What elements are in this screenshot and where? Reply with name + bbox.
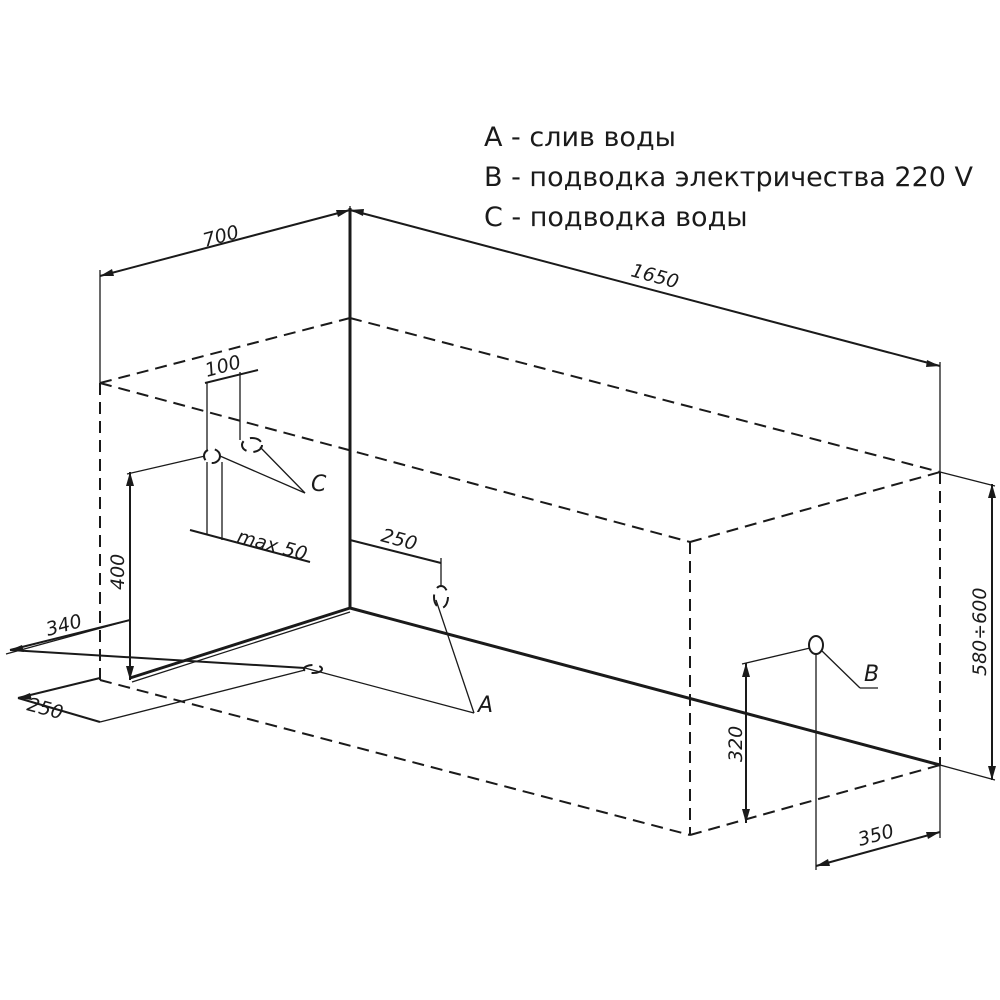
label-b: B: [864, 662, 879, 687]
floor-wall-line-inner: [131, 611, 351, 683]
legend-item-water: C - подводка воды: [484, 202, 748, 233]
drain-outlet: [433, 585, 449, 609]
dimension-320: 320: [725, 663, 750, 823]
dimension-580-600: 580÷600: [939, 471, 996, 781]
dim-320-label: 320: [725, 726, 747, 762]
dimension-250-bottom: 250: [17, 669, 306, 725]
dimension-max50: max 50: [189, 462, 311, 566]
drain-floor-point: [303, 664, 323, 674]
dimension-250-drain: 250: [349, 525, 442, 586]
dimension-350: 350: [815, 765, 941, 867]
dim-400-label: 400: [107, 554, 129, 590]
tub-bottom-front-edge: [99, 679, 691, 836]
dimension-340: 340: [5, 610, 306, 669]
wall-outline: [129, 208, 941, 767]
dim-250-bottom-label: 250: [25, 694, 66, 725]
tub-top-front-edge: [99, 382, 691, 543]
label-a: A: [476, 693, 493, 718]
bathtub-outline: [99, 317, 941, 836]
tub-top-left-edge: [99, 317, 351, 384]
dim-250-drain-label: 250: [379, 525, 420, 556]
tub-bottom-right-edge: [689, 764, 941, 836]
electric-point: B: [741, 635, 879, 870]
water-inlet-hot: [203, 448, 221, 464]
electric-socket: [808, 635, 824, 655]
legend-item-drain: A - слив воды: [484, 122, 676, 153]
tub-top-back-edge: [349, 317, 941, 473]
legend: A - слив воды B - подводка электричества…: [484, 118, 973, 238]
dim-1650-label: 1650: [629, 260, 681, 294]
dim-700-label: 700: [201, 221, 242, 252]
floor-wall-line-left: [129, 606, 351, 680]
dimension-100: 100: [203, 351, 259, 450]
label-c: C: [311, 472, 327, 497]
dim-340-label: 340: [44, 610, 85, 641]
floor-wall-line-back: [349, 606, 941, 767]
dimension-1650: 1650: [349, 209, 941, 472]
water-inlet-cold: [241, 437, 263, 453]
dim-580-600-label: 580÷600: [969, 588, 991, 676]
drain-point: A: [303, 585, 493, 718]
dim-100-label: 100: [203, 351, 244, 382]
legend-item-electric: B - подводка электричества 220 V: [484, 162, 973, 193]
tub-top-right-edge: [689, 471, 941, 543]
dimension-400: 400: [107, 455, 206, 680]
dim-max50-label: max 50: [235, 526, 310, 566]
